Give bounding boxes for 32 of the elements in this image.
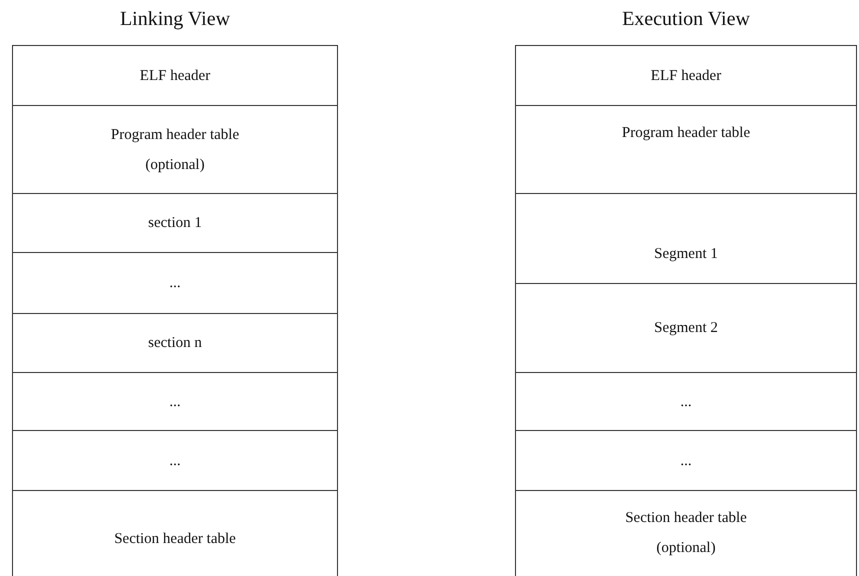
table-row <box>515 372 857 430</box>
table-row <box>515 193 857 283</box>
row-label: section n <box>148 334 202 353</box>
row-label: Program header table (optional) <box>110 126 240 174</box>
table-row <box>12 372 338 430</box>
row-label: Section header table <box>114 530 236 549</box>
row-label: Program header table <box>622 124 750 143</box>
table-row <box>12 430 338 490</box>
view-title: Execution View <box>621 8 751 31</box>
row-label: Section header table (optional) <box>624 509 748 558</box>
table-row <box>515 283 857 372</box>
table-row <box>515 430 857 490</box>
row-label: ... <box>680 452 692 470</box>
table-row <box>515 490 857 576</box>
table-row <box>12 252 338 313</box>
row-label: ... <box>169 452 181 470</box>
table-row <box>12 490 338 576</box>
row-label: ... <box>169 274 181 293</box>
row-label: Segment 2 <box>654 319 718 338</box>
table-row <box>12 313 338 372</box>
row-label: Segment 1 <box>654 245 718 264</box>
row-label: ELF header <box>650 66 722 86</box>
row-label: ... <box>169 392 181 412</box>
table-row <box>515 45 857 105</box>
table-row <box>12 105 338 193</box>
row-label: section 1 <box>148 214 202 233</box>
table-row <box>12 193 338 252</box>
row-label: ... <box>680 392 692 412</box>
table-row <box>515 105 857 193</box>
row-label: ELF header <box>140 66 210 86</box>
view-title: Linking View <box>118 8 232 31</box>
table-row <box>12 45 338 105</box>
